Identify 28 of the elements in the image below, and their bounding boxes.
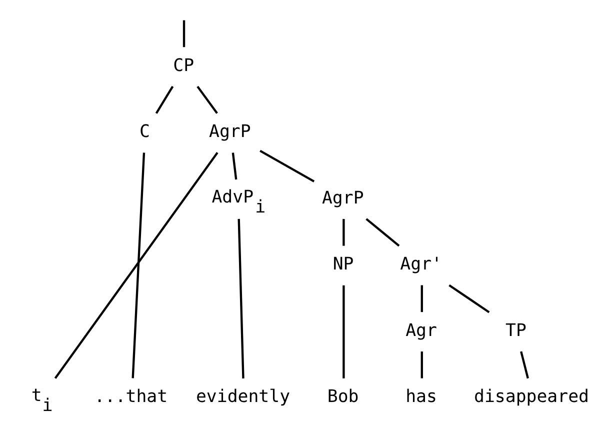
connector (182, 20, 186, 47)
node-text: Agr (406, 320, 437, 340)
connector (420, 350, 423, 378)
node-text: disappeared (474, 386, 589, 407)
node-text: TP (506, 320, 526, 340)
connector (520, 350, 529, 378)
node-text: evidently (196, 386, 290, 407)
connector (342, 284, 345, 378)
connector (260, 149, 315, 182)
node-text: Bob (327, 386, 359, 407)
connector (366, 218, 400, 246)
connector (54, 152, 218, 378)
connector (420, 284, 423, 312)
node-text: has (406, 386, 437, 407)
node-text: C (139, 122, 150, 142)
node-text: NP (332, 254, 354, 274)
connector (342, 218, 345, 246)
node-text: CP (173, 55, 194, 76)
connector (448, 284, 490, 313)
node-text: AgrP (322, 188, 364, 208)
connector (155, 85, 174, 114)
node-text: ...that (94, 386, 168, 407)
connector (232, 152, 238, 180)
connector (132, 152, 146, 378)
connector (196, 85, 218, 114)
node-text: Agr' (400, 254, 442, 274)
connector (238, 218, 244, 378)
node-text: AgrP (209, 122, 251, 142)
